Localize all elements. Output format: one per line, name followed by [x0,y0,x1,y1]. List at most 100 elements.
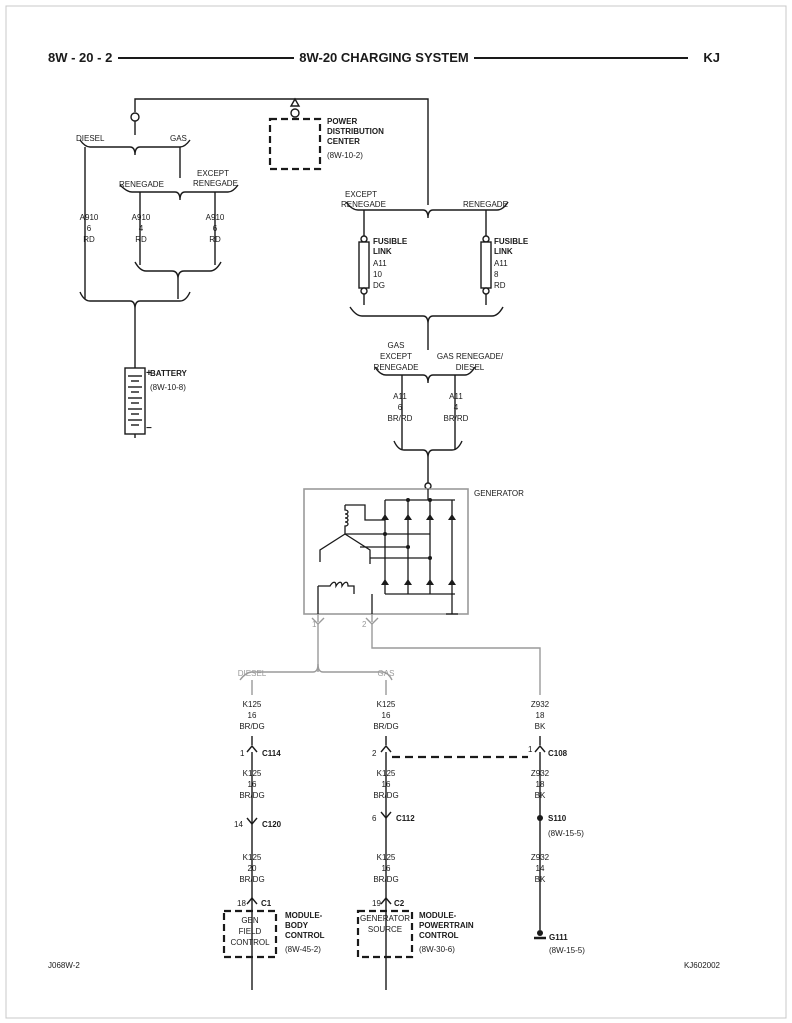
splice-s110-label: S110 [548,814,567,823]
connector-c120: C120 [262,820,282,829]
svg-text:14: 14 [536,864,545,873]
svg-text:−: − [146,423,152,434]
svg-text:FIELD: FIELD [239,927,262,936]
module-powertrain-control: GENERATOR SOURCE MODULE- POWERTRAIN CONT… [356,909,474,959]
c1-pin: 18 [237,899,246,908]
generator-pin-2: 2 [362,620,367,629]
svg-text:BR/RD: BR/RD [388,414,413,423]
svg-text:MODULE-: MODULE- [419,911,457,920]
wire-a910-renegade: A910 4 RD [132,213,151,244]
wire-k125-b: K125 16 BR/DG [373,700,398,731]
wire-k125-a: K125 16 BR/DG [239,700,264,731]
svg-text:4: 4 [139,224,144,233]
label-gas-mid: GAS [388,341,405,350]
label-gas-top: GAS [170,134,187,143]
svg-text:16: 16 [382,780,391,789]
svg-text:(8W-30-6): (8W-30-6) [419,945,455,954]
label-renegade-mid: RENEGADE [374,363,419,372]
wire-k125-d: K125 16 BR/DG [373,769,398,800]
svg-text:A11: A11 [494,259,508,268]
connector-c112: C112 [396,814,415,823]
svg-text:GENERATOR: GENERATOR [360,914,410,923]
footer-right-code: KJ602002 [684,961,721,970]
svg-text:(8W-10-2): (8W-10-2) [327,151,363,160]
wire-a11-left: A11 6 BR/RD [388,392,413,423]
generator-pin-1: 1 [312,620,317,629]
wire-z932-a: Z932 18 BK [531,700,550,731]
top-feed-wiring [79,97,429,368]
svg-text:FUSIBLE: FUSIBLE [494,237,529,246]
svg-text:RD: RD [135,235,147,244]
svg-text:BK: BK [535,791,546,800]
generator-feed-wiring [374,366,476,490]
footer-left-code: J068W-2 [48,961,80,970]
svg-text:A11: A11 [393,392,407,401]
svg-text:(8W-10-8): (8W-10-8) [150,383,186,392]
label-except-renegade-top: RENEGADE [193,179,238,188]
label-diesel-top: DIESEL [76,134,105,143]
splice-s110-ref: (8W-15-5) [548,829,584,838]
svg-text:K125: K125 [377,853,396,862]
generator: GENERATOR [303,488,524,615]
wire-a11-right: A11 4 BR/RD [444,392,469,423]
wire-k125-f: K125 16 BR/DG [373,853,398,884]
svg-text:SOURCE: SOURCE [368,925,402,934]
svg-text:K125: K125 [377,700,396,709]
label-except-mid: EXCEPT [380,352,412,361]
svg-text:CONTROL: CONTROL [230,938,270,947]
label-gas-renegade-mid: GAS RENEGADE/ [437,352,504,361]
ground-g111: G111 (8W-15-5) [549,933,585,955]
svg-text:GENERATOR: GENERATOR [474,489,524,498]
svg-text:BR/DG: BR/DG [239,722,264,731]
svg-text:BR/RD: BR/RD [444,414,469,423]
svg-text:BODY: BODY [285,921,309,930]
connector-c1: C1 [261,899,272,908]
lower-wiring-gray [239,614,541,695]
wire-a910-except: A910 6 RD [206,213,225,244]
power-distribution-center: POWER DISTRIBUTION CENTER (8W-10-2) [268,117,384,171]
svg-text:Z932: Z932 [531,853,550,862]
svg-text:A910: A910 [132,213,151,222]
svg-text:18: 18 [536,780,545,789]
svg-text:G111: G111 [549,933,568,942]
c114-pin: 1 [240,749,245,758]
c108-pin-right: 1 [528,745,533,754]
svg-text:BR/DG: BR/DG [373,875,398,884]
svg-text:K125: K125 [243,769,262,778]
svg-text:A910: A910 [80,213,99,222]
svg-text:BR/DG: BR/DG [373,722,398,731]
svg-text:POWERTRAIN: POWERTRAIN [419,921,474,930]
svg-text:8: 8 [494,270,499,279]
fusible-link-left: FUSIBLE LINK A11 10 DG [358,235,408,295]
page-title: 8W-20 CHARGING SYSTEM [299,50,468,65]
connector-c2: C2 [394,899,405,908]
module-body-control: GEN FIELD CONTROL MODULE- BODY CONTROL (… [222,909,325,959]
svg-text:BR/DG: BR/DG [239,875,264,884]
svg-text:BR/DG: BR/DG [373,791,398,800]
label-except-fusible: EXCEPT [345,190,377,199]
page-frame [5,5,787,1019]
wire-k125-c: K125 16 BR/DG [239,769,264,800]
wire-k125-e: K125 20 BR/DG [239,853,264,884]
svg-text:POWER: POWER [327,117,357,126]
svg-text:BR/DG: BR/DG [239,791,264,800]
svg-text:6: 6 [87,224,92,233]
vehicle-code: KJ [703,50,720,65]
svg-text:10: 10 [373,270,382,279]
svg-text:16: 16 [248,780,257,789]
svg-text:DG: DG [373,281,385,290]
label-except-renegade-fusible: RENEGADE [341,200,386,209]
svg-text:LINK: LINK [494,247,513,256]
svg-text:MODULE-: MODULE- [285,911,323,920]
svg-text:DISTRIBUTION: DISTRIBUTION [327,127,384,136]
svg-text:20: 20 [248,864,257,873]
svg-text:BK: BK [535,722,546,731]
svg-text:K125: K125 [243,700,262,709]
battery: + − BATTERY (8W-10-8) [124,367,188,438]
svg-text:16: 16 [382,864,391,873]
wire-z932-c: Z932 14 BK [531,853,550,884]
svg-text:16: 16 [248,711,257,720]
svg-text:LINK: LINK [373,247,392,256]
svg-text:RD: RD [494,281,506,290]
